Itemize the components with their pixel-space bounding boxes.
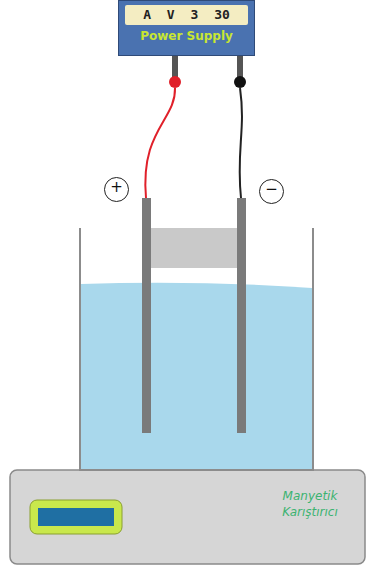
device-label: Manyetik Karıştırıcı — [262, 488, 358, 520]
stirrer-screen — [38, 508, 114, 526]
black-wire — [240, 88, 242, 198]
cathode — [237, 198, 246, 433]
red-wire — [145, 88, 175, 198]
minus-sign: − — [260, 180, 283, 199]
plus-sign: + — [105, 178, 128, 197]
stirrer-display — [30, 500, 122, 534]
anode — [142, 198, 151, 433]
stirrer-body — [10, 470, 365, 564]
negative-terminal — [234, 76, 246, 88]
meter-scale: A V 3 30 — [125, 5, 248, 25]
beaker — [80, 228, 313, 470]
device-label: Power Supply — [125, 29, 248, 43]
terminal-post — [172, 56, 178, 78]
positive-terminal — [169, 76, 181, 88]
power-supply: A V 3 30 Power Supply — [118, 0, 255, 56]
polarity-sign: + — [104, 177, 129, 202]
water — [81, 283, 312, 469]
terminal-post — [237, 56, 243, 78]
stirrer-label: Manyetik Karıştırıcı — [262, 488, 358, 520]
polarity-sign: − — [259, 179, 284, 204]
electrode-holder — [151, 228, 237, 268]
